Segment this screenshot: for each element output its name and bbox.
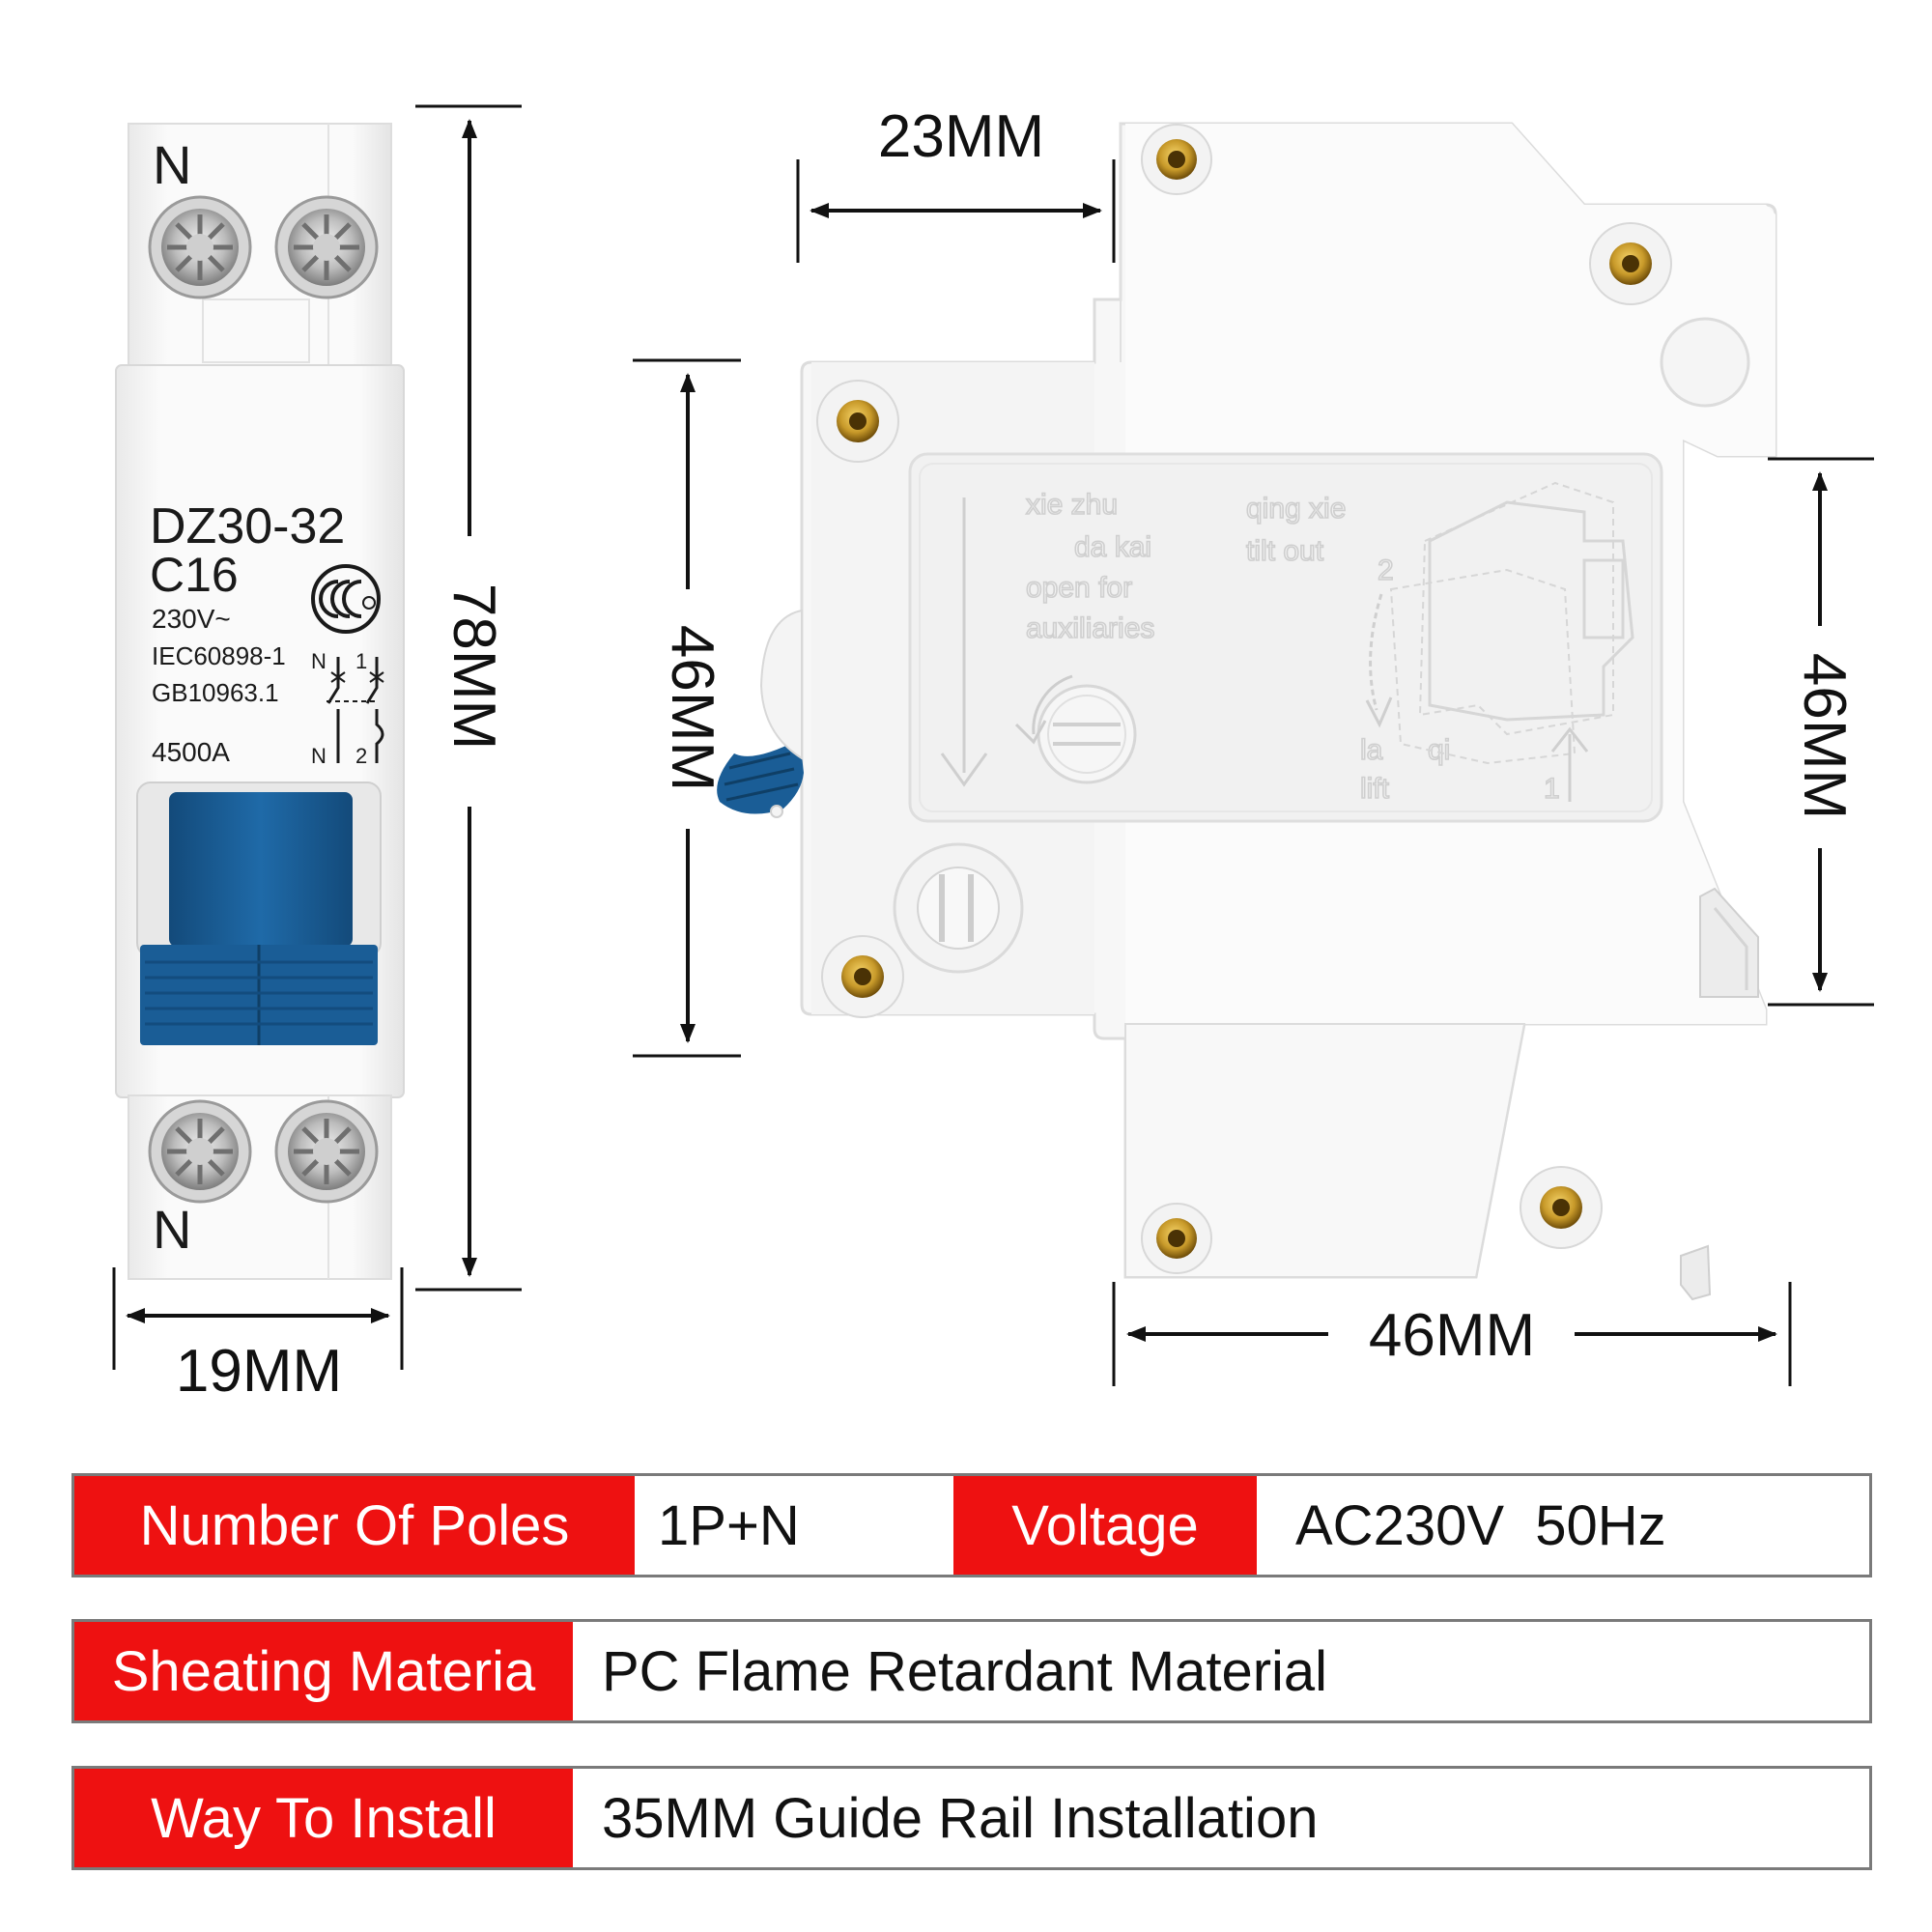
- spec-row-install: Way To Install 35MM Guide Rail Installat…: [71, 1766, 1872, 1870]
- terminal-label-bottom: N: [153, 1199, 191, 1260]
- spec-value-material: PC Flame Retardant Material: [602, 1639, 1328, 1703]
- embossed-text-4: auxiliaries: [1026, 612, 1154, 644]
- dimension-front-height: 78MM: [440, 583, 507, 750]
- ccc-certification-icon: [311, 564, 381, 634]
- screw-icon: [148, 195, 252, 299]
- dimension-depth: 46MM: [1369, 1302, 1535, 1369]
- cover-latch-icon: [1014, 674, 1137, 784]
- side-latch-icon: [893, 842, 1024, 974]
- standard-marking-2: GB10963.1: [152, 678, 279, 707]
- brass-screw-icon: [816, 380, 899, 463]
- breaking-capacity-marking: 4500A: [152, 737, 230, 767]
- brass-screw-icon: [1141, 1203, 1212, 1274]
- front-dimensions: 78MM 19MM: [112, 104, 522, 1405]
- spec-row-material: Sheating Materia PC Flame Retardant Mate…: [71, 1619, 1872, 1723]
- wiring-label-2: 2: [355, 744, 367, 768]
- standard-marking-1: IEC60898-1: [152, 641, 286, 670]
- spec-value-poles: 1P+N: [658, 1493, 800, 1557]
- auxiliary-slot-outline: [1428, 500, 1634, 722]
- rating-label: C16: [150, 548, 239, 602]
- spec-label-voltage: Voltage: [953, 1476, 1257, 1575]
- spec-label-install: Way To Install: [74, 1769, 573, 1867]
- dimension-side-height-right: 46MM: [1791, 653, 1858, 819]
- side-dimensions: 23MM 46MM 46MM 46MM: [633, 103, 1874, 1386]
- embossed-text-3: open for: [1026, 572, 1132, 604]
- wiring-label-n-top: N: [311, 649, 327, 673]
- embossed-text-9: lift: [1360, 773, 1390, 805]
- model-label: DZ30-32: [150, 498, 345, 554]
- dimension-front-width: 19MM: [176, 1338, 342, 1405]
- wiring-symbol-icon: N 1 N 2: [311, 649, 384, 768]
- spec-label-poles: Number Of Poles: [74, 1476, 635, 1575]
- blank-plug: [1660, 317, 1750, 408]
- brass-screw-icon: [1520, 1166, 1603, 1249]
- dimension-side-height-left: 46MM: [659, 625, 725, 791]
- brass-screw-icon: [821, 935, 904, 1018]
- brass-screw-icon: [1589, 222, 1672, 305]
- breaker-diagram: N N DZ30-32 C16 230V~ IEC60898-1 GB10963…: [112, 103, 1874, 1405]
- embossed-text-1: xie zhu: [1026, 489, 1118, 521]
- embossed-text-6: tilt out: [1246, 535, 1324, 567]
- embossed-step-2: 2: [1378, 554, 1394, 586]
- wiring-label-1: 1: [355, 649, 367, 673]
- dimension-top-offset: 23MM: [878, 103, 1044, 170]
- side-handle: [717, 609, 804, 818]
- spec-value-voltage: AC230V 50Hz: [1295, 1493, 1666, 1557]
- embossed-step-1: 1: [1544, 773, 1560, 805]
- din-clip: [1680, 887, 1759, 1301]
- screw-icon: [148, 1099, 252, 1204]
- screw-icon: [274, 195, 379, 299]
- front-view: N N DZ30-32 C16 230V~ IEC60898-1 GB10963…: [115, 123, 405, 1280]
- screw-icon: [274, 1099, 379, 1204]
- side-view: xie zhu da kai open for auxiliaries qing…: [717, 122, 1777, 1301]
- terminal-label-top: N: [153, 134, 191, 195]
- voltage-marking: 230V~: [152, 604, 231, 634]
- spec-value-install: 35MM Guide Rail Installation: [602, 1786, 1319, 1850]
- auxiliary-outline: [1389, 481, 1614, 765]
- embossed-text-7: la: [1360, 734, 1383, 766]
- embossed-text-5: qing xie: [1246, 493, 1346, 525]
- wiring-label-n-bottom: N: [311, 744, 327, 768]
- embossed-text-2: da kai: [1074, 531, 1151, 563]
- spec-row-poles-voltage: Number Of Poles 1P+N Voltage AC230V 50Hz: [71, 1473, 1872, 1577]
- toggle-handle: [136, 781, 382, 1045]
- brass-screw-icon: [1141, 124, 1212, 195]
- spec-label-material: Sheating Materia: [74, 1622, 573, 1720]
